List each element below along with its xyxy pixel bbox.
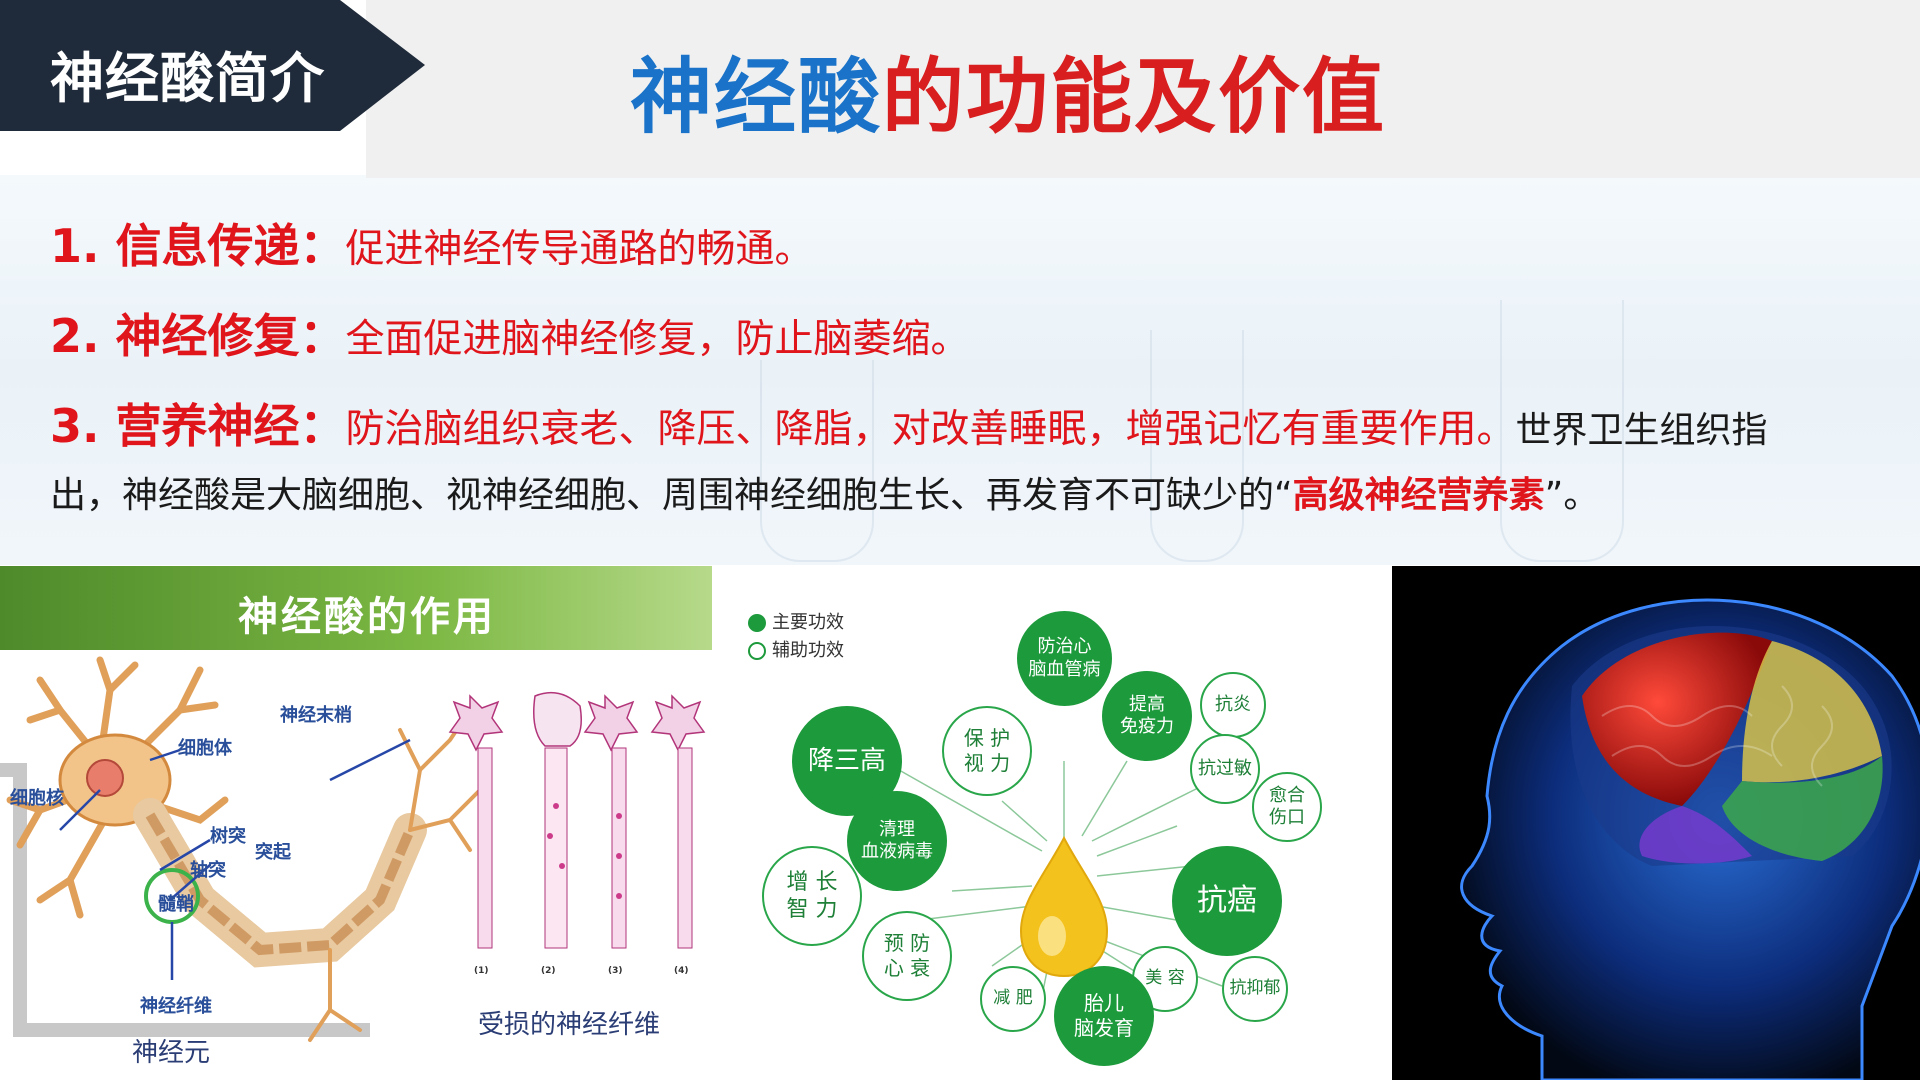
legend-main-swatch	[748, 614, 766, 632]
damaged-fiber-illustration	[448, 691, 706, 949]
benefit-bubble: 愈合伤口	[1252, 772, 1322, 842]
label-nerve-ending: 神经末梢	[280, 705, 352, 726]
label-axon: 轴突	[190, 860, 226, 881]
benefit-bubble: 抗炎	[1200, 672, 1266, 738]
title-red-part: 的功能及价值	[882, 50, 1387, 145]
benefit-bubble: 清理血液病毒	[847, 791, 947, 891]
item-heading: 1. 信息传递：	[50, 219, 346, 273]
benefit-bubble: 预 防心 衰	[862, 911, 952, 1001]
statement-highlight: 高级神经营养素	[1292, 475, 1545, 516]
benefit-bubble: 防治心脑血管病	[1017, 611, 1112, 706]
legend-main: 主要功效	[748, 608, 844, 634]
stage-label: (4)	[674, 966, 689, 976]
item-body: 全面促进脑神经修复，防止脑萎缩。	[345, 317, 970, 362]
brain-head-illustration	[1392, 566, 1920, 1080]
test-tube-decoration	[1500, 300, 1624, 562]
item-body: 防治脑组织衰老、降压、降脂，对改善睡眠，增强记忆有重要作用。	[345, 407, 1516, 452]
test-tube-decoration	[760, 360, 874, 562]
test-tube-decoration	[1150, 330, 1244, 562]
benefits-diagram-panel: 主要功效 辅助功效 防治心脑血管病 提高免疫力 抗炎 降三高 保 护视 力 抗过…	[712, 566, 1392, 1080]
banner-title: 神经酸的作用	[238, 593, 496, 640]
statement-end: ”。	[1544, 475, 1600, 516]
label-nerve-fiber: 神经纤维	[140, 996, 212, 1017]
who-statement: 出，神经酸是大脑细胞、视神经细胞、周围神经细胞生长、再发育不可缺少的“高级神经营…	[50, 466, 1599, 518]
legend-aux: 辅助功效	[748, 636, 844, 662]
page-title: 神经酸的功能及价值	[630, 30, 1386, 149]
neuron-image-panel: 神经酸的作用	[0, 566, 712, 1080]
section-tag-label: 神经酸简介	[50, 47, 325, 110]
item-heading: 3. 营养神经：	[50, 399, 346, 453]
legend-aux-label: 辅助功效	[772, 640, 844, 661]
statement-text: 出，神经酸是大脑细胞、视神经细胞、周围神经细胞生长、再发育不可缺少的“	[50, 475, 1293, 516]
neuron-panel-banner: 神经酸的作用	[0, 566, 712, 650]
section-tag: 神经酸简介	[0, 0, 425, 131]
benefit-bubble: 抗过敏	[1190, 734, 1260, 804]
label-dendrite: 树突	[210, 826, 246, 847]
connector-lines	[891, 760, 1223, 997]
brain-image-panel	[1392, 566, 1920, 1080]
function-item-2: 2. 神经修复：全面促进脑神经修复，防止脑萎缩。	[50, 300, 970, 366]
background-wash	[0, 175, 1920, 565]
caption-damaged-fiber: 受损的神经纤维	[478, 1010, 661, 1040]
benefit-bubble: 保 护视 力	[942, 706, 1032, 796]
benefit-bubble: 增 长智 力	[762, 846, 862, 946]
label-nucleus: 细胞核	[10, 788, 64, 809]
legend-main-label: 主要功效	[772, 612, 844, 633]
function-item-1: 1. 信息传递：促进神经传导通路的畅通。	[50, 210, 814, 276]
function-item-3: 3. 营养神经：防治脑组织衰老、降压、降脂，对改善睡眠，增强记忆有重要作用。世界…	[50, 390, 1768, 456]
legend-aux-swatch	[748, 642, 766, 660]
item-heading: 2. 神经修复：	[50, 309, 346, 363]
label-cell-body: 细胞体	[178, 738, 232, 759]
benefit-bubble: 抗癌	[1172, 846, 1282, 956]
header-band	[366, 0, 1920, 178]
item-body: 促进神经传导通路的畅通。	[345, 227, 814, 272]
benefit-bubble: 提高免疫力	[1102, 671, 1192, 761]
caption-neuron: 神经元	[132, 1038, 211, 1068]
benefit-bubble: 减 肥	[980, 966, 1046, 1032]
label-myelin: 髓鞘	[158, 894, 194, 915]
title-blue-part: 神经酸	[630, 50, 883, 145]
stage-label: (2)	[541, 966, 556, 976]
stage-label: (3)	[608, 966, 623, 976]
label-process: 突起	[255, 842, 291, 863]
item-tail: 世界卫生组织指	[1515, 410, 1768, 451]
benefit-bubble: 胎儿脑发育	[1054, 966, 1154, 1066]
stage-label: (1)	[474, 966, 489, 976]
benefit-bubble: 抗抑郁	[1222, 956, 1288, 1022]
